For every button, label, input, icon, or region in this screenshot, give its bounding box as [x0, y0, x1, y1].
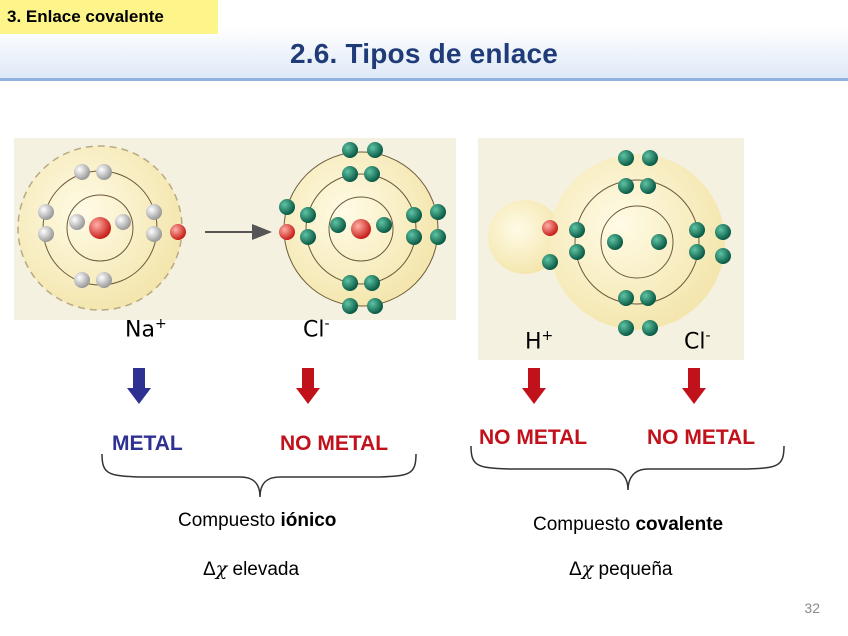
arrow-down-icon-metal	[127, 368, 151, 404]
chlorine-atom-covalent	[542, 150, 731, 336]
page-title: 2.6. Tipos de enlace	[289, 38, 559, 69]
electronegativity-ionic: Δχ elevada	[203, 558, 300, 580]
sodium-atom	[17, 145, 183, 311]
category-metal: METAL	[112, 432, 183, 455]
ionic-brace	[101, 453, 417, 498]
covalent-brace	[470, 445, 785, 491]
compound-covalent-label: Compuesto covalente	[533, 514, 724, 535]
category-nonmetal-covalent-1: NO METAL	[479, 426, 588, 449]
ion-label-sodium: Na+	[125, 316, 167, 343]
arrow-down-icon-nonmetal-3	[682, 368, 706, 404]
category-nonmetal-ionic: NO METAL	[280, 432, 389, 455]
section-tag: 3. Enlace covalente	[0, 0, 218, 34]
electronegativity-covalent: Δχ pequeña	[569, 558, 673, 580]
arrow-down-icon-nonmetal-2	[522, 368, 546, 404]
transferring-electron	[170, 224, 186, 240]
ion-label-hydrogen: H+	[525, 328, 554, 355]
category-nonmetal-covalent-2: NO METAL	[647, 426, 756, 449]
hydrogen-atom	[488, 200, 562, 274]
page-number: 32	[804, 600, 820, 616]
chlorine-atom-ionic	[279, 142, 446, 314]
compound-ionic-label: Compuesto iónico	[178, 510, 337, 531]
ion-label-chloride-ionic: Cl-	[303, 316, 330, 343]
arrow-down-icon-nonmetal-1	[296, 368, 320, 404]
header-rule	[0, 78, 848, 81]
ion-label-chloride-covalent: Cl-	[684, 328, 711, 355]
